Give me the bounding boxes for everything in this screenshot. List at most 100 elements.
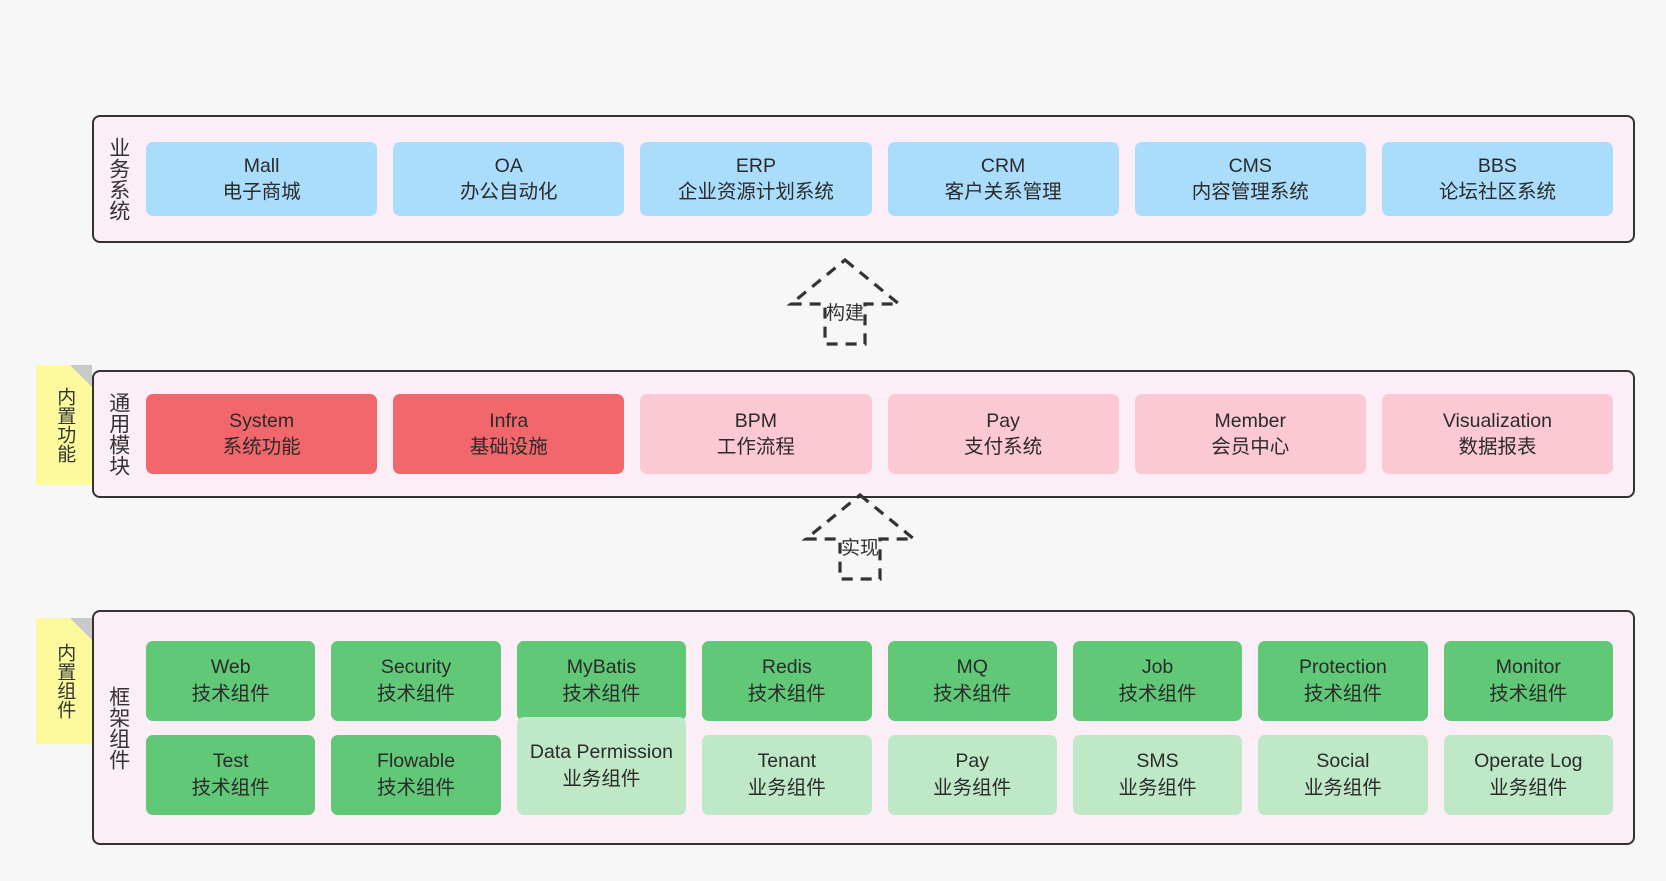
card-bbs[interactable]: BBS 论坛社区系统 <box>1381 142 1614 216</box>
card-pay-module[interactable]: Pay 支付系统 <box>887 394 1119 474</box>
card-title-cn: 技术组件 <box>377 682 456 705</box>
card-title-en: Operate Log <box>1474 750 1583 773</box>
card-title-cn: 技术组件 <box>933 682 1012 705</box>
arrow-outline <box>801 492 919 581</box>
card-system[interactable]: System 系统功能 <box>146 394 378 474</box>
card-job[interactable]: Job 技术组件 <box>1072 640 1243 721</box>
card-title-cn: 基础设施 <box>469 436 548 458</box>
card-title-cn: 业务组件 <box>933 776 1012 799</box>
card-member[interactable]: Member 会员中心 <box>1134 394 1366 474</box>
card-title-cn: 技术组件 <box>377 776 456 799</box>
sticky-note-builtin-features: 内置功能 <box>36 365 92 485</box>
framework-row-business: Test 技术组件 Flowable 技术组件 Data Permission … <box>146 716 1613 815</box>
card-oa[interactable]: OA 办公自动化 <box>393 142 625 216</box>
card-test[interactable]: Test 技术组件 <box>146 734 316 815</box>
card-cms[interactable]: CMS 内容管理系统 <box>1134 142 1366 216</box>
card-title-cn: 业务组件 <box>1489 776 1568 799</box>
card-title-en: Redis <box>761 656 812 679</box>
card-title-cn: 数据报表 <box>1458 436 1537 458</box>
card-title-cn: 支付系统 <box>964 436 1043 458</box>
connector-build: 构建 <box>755 254 935 350</box>
card-title-cn: 论坛社区系统 <box>1438 181 1556 203</box>
layer-business-system[interactable]: 业务系统 Mall 电子商城 OA 办公自动化 ERP 企业资源计划系统 CRM… <box>92 115 1635 243</box>
card-title-en: Job <box>1141 656 1174 679</box>
card-title-cn: 技术组件 <box>191 776 270 799</box>
layer-framework-body: Web 技术组件 Security 技术组件 MyBatis 技术组件 Redi… <box>142 612 1633 843</box>
layer-business-body: Mall 电子商城 OA 办公自动化 ERP 企业资源计划系统 CRM 客户关系… <box>142 117 1633 241</box>
page-fold-icon <box>70 365 92 387</box>
business-row: Mall 电子商城 OA 办公自动化 ERP 企业资源计划系统 CRM 客户关系… <box>146 142 1614 216</box>
card-visualization[interactable]: Visualization 数据报表 <box>1381 394 1614 474</box>
layer-modules-title: 通用模块 <box>106 392 130 476</box>
card-title-en: BPM <box>734 409 778 432</box>
card-crm[interactable]: CRM 客户关系管理 <box>887 142 1119 216</box>
sticky-label: 内置功能 <box>54 387 76 463</box>
card-title-en: BBS <box>1477 154 1517 177</box>
card-flowable[interactable]: Flowable 技术组件 <box>331 734 501 815</box>
layer-framework-title: 框架组件 <box>106 685 130 770</box>
card-title-en: Pay <box>986 409 1020 432</box>
card-title-en: Web <box>210 656 251 679</box>
card-title-cn: 技术组件 <box>191 682 270 705</box>
card-title-en: Tenant <box>757 750 817 773</box>
card-title-en: OA <box>494 154 523 177</box>
sticky-note-builtin-components: 内置组件 <box>36 618 92 744</box>
sticky-label: 内置组件 <box>54 643 76 719</box>
card-title-cn: 业务组件 <box>562 767 641 790</box>
card-title-cn: 会员中心 <box>1211 436 1290 458</box>
card-title-cn: 业务组件 <box>747 776 826 799</box>
card-title-en: Monitor <box>1495 656 1561 679</box>
card-title-cn: 客户关系管理 <box>944 181 1062 203</box>
card-title-cn: 业务组件 <box>1118 776 1197 799</box>
card-title-en: SMS <box>1136 750 1179 773</box>
card-title-en: Mall <box>243 154 280 177</box>
card-mq[interactable]: MQ 技术组件 <box>887 640 1057 721</box>
card-infra[interactable]: Infra 基础设施 <box>393 394 625 474</box>
modules-row: System 系统功能 Infra 基础设施 BPM 工作流程 Pay 支付系统… <box>146 394 1614 474</box>
card-title-en: Flowable <box>377 750 456 773</box>
card-social[interactable]: Social 业务组件 <box>1258 734 1428 815</box>
layer-common-modules[interactable]: 通用模块 System 系统功能 Infra 基础设施 BPM 工作流程 Pay… <box>92 370 1635 498</box>
card-bpm[interactable]: BPM 工作流程 <box>640 394 872 474</box>
card-monitor[interactable]: Monitor 技术组件 <box>1443 640 1613 721</box>
card-mybatis[interactable]: MyBatis 技术组件 <box>516 640 687 721</box>
card-title-cn: 办公自动化 <box>460 181 558 203</box>
card-title-en: MyBatis <box>566 656 637 679</box>
card-sms[interactable]: SMS 业务组件 <box>1072 734 1243 815</box>
card-protection[interactable]: Protection 技术组件 <box>1258 640 1428 721</box>
card-title-en: System <box>229 409 295 432</box>
card-title-en: Test <box>212 750 249 773</box>
card-data-permission[interactable]: Data Permission 业务组件 <box>516 716 687 815</box>
card-operate-log[interactable]: Operate Log 业务组件 <box>1443 734 1613 815</box>
card-pay-component[interactable]: Pay 业务组件 <box>887 734 1057 815</box>
card-title-en: ERP <box>735 154 776 177</box>
card-title-en: MQ <box>956 656 988 679</box>
card-title-en: Security <box>380 656 452 679</box>
card-title-en: Infra <box>489 409 529 432</box>
card-title-cn: 系统功能 <box>222 436 301 458</box>
card-redis[interactable]: Redis 技术组件 <box>702 640 872 721</box>
card-title-en: CMS <box>1228 154 1272 177</box>
arrow-outline <box>786 257 904 346</box>
layer-business-title: 业务系统 <box>106 137 130 221</box>
card-title-en: Protection <box>1299 656 1387 679</box>
card-title-en: Data Permission <box>529 741 673 764</box>
card-mall[interactable]: Mall 电子商城 <box>146 142 378 216</box>
card-tenant[interactable]: Tenant 业务组件 <box>702 734 872 815</box>
card-title-cn: 电子商城 <box>222 181 301 203</box>
connector-implement: 实现 <box>770 489 950 585</box>
card-title-en: Social <box>1316 750 1370 773</box>
card-security[interactable]: Security 技术组件 <box>331 640 501 721</box>
layer-framework-components[interactable]: 框架组件 Web 技术组件 Security 技术组件 MyBatis 技术组件… <box>92 610 1635 845</box>
card-title-cn: 技术组件 <box>1118 682 1197 705</box>
card-title-en: Visualization <box>1442 409 1553 432</box>
card-title-cn: 业务组件 <box>1303 776 1382 799</box>
card-web[interactable]: Web 技术组件 <box>146 640 316 721</box>
card-title-cn: 工作流程 <box>716 436 795 458</box>
framework-row-tech: Web 技术组件 Security 技术组件 MyBatis 技术组件 Redi… <box>146 640 1613 721</box>
card-erp[interactable]: ERP 企业资源计划系统 <box>640 142 872 216</box>
card-title-cn: 技术组件 <box>1489 682 1568 705</box>
card-title-cn: 企业资源计划系统 <box>677 181 834 203</box>
layer-modules-body: System 系统功能 Infra 基础设施 BPM 工作流程 Pay 支付系统… <box>142 372 1633 496</box>
